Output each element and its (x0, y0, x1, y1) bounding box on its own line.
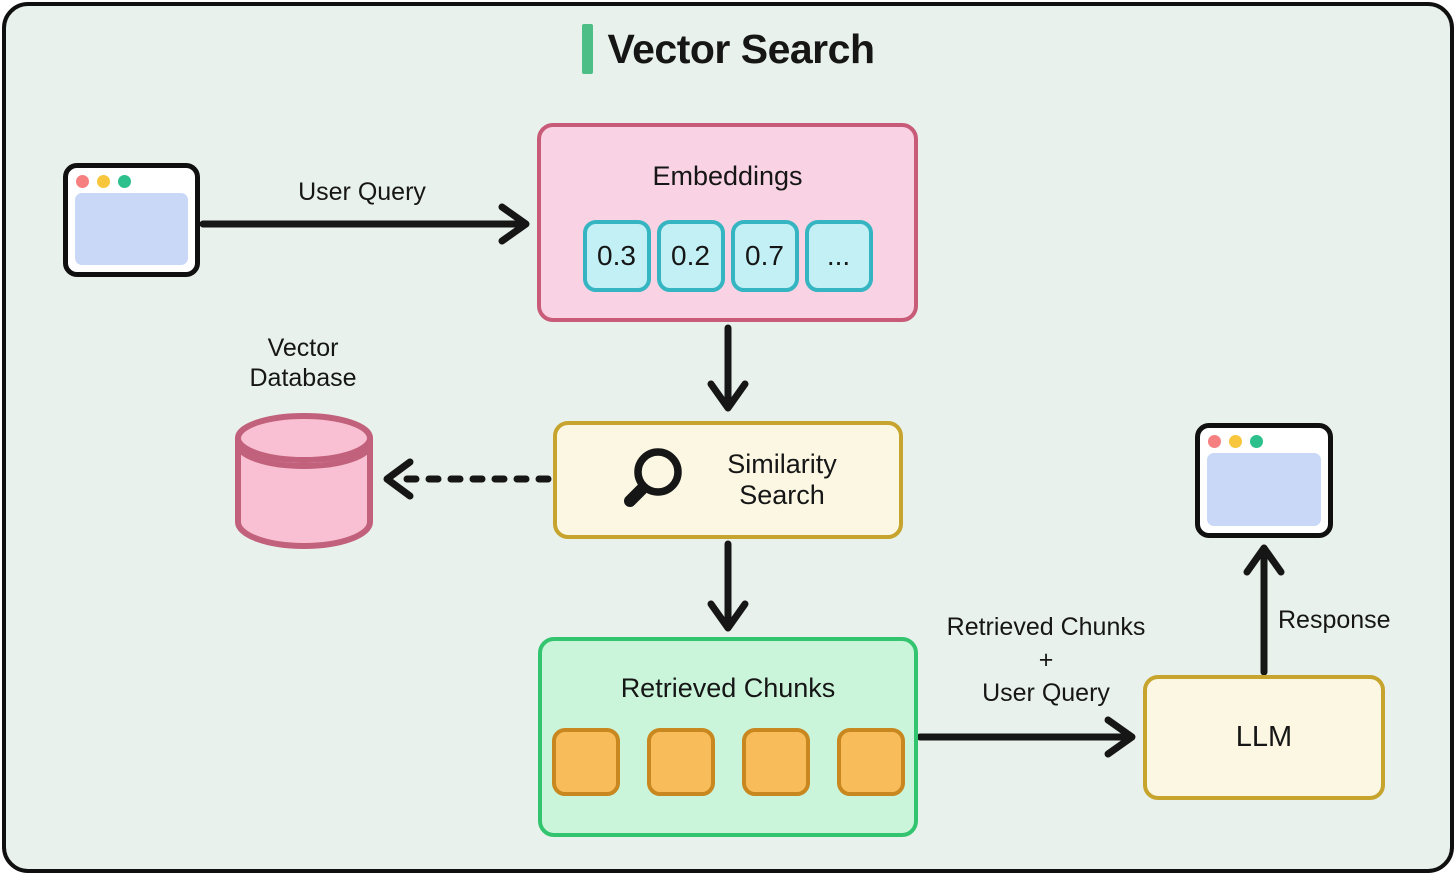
green-dot-icon (118, 175, 131, 188)
embeddings-node: Embeddings 0.3 0.2 0.7 ... (537, 123, 918, 322)
browser-dots (1200, 428, 1328, 448)
vector-database-label: Vector Database (203, 333, 403, 393)
chunk-square (836, 728, 905, 796)
chunk-square (551, 728, 620, 796)
user-query-arrow (199, 203, 530, 245)
green-dot-icon (1250, 435, 1263, 448)
response-label: Response (1278, 606, 1391, 634)
chunk-square (741, 728, 810, 796)
browser-dots (68, 168, 195, 188)
embedding-chip: 0.3 (582, 220, 651, 292)
embedding-chip: ... (804, 220, 873, 292)
yellow-dot-icon (1229, 435, 1242, 448)
chunk-square (646, 728, 715, 796)
vector-database-cylinder-icon (235, 413, 373, 549)
red-dot-icon (1208, 435, 1221, 448)
search-to-database-arrow (383, 458, 552, 500)
retrieved-chunks-node: Retrieved Chunks (538, 637, 918, 837)
chunk-squares (551, 728, 905, 796)
chunks-to-llm-arrow (916, 716, 1136, 758)
page-title: Vector Search (607, 25, 876, 72)
red-dot-icon (76, 175, 89, 188)
diagram-title: Vector Search (0, 24, 1456, 74)
llm-node: LLM (1143, 675, 1385, 800)
embedding-vector-chips: 0.3 0.2 0.7 ... (582, 220, 873, 292)
similarity-search-label: Similarity Search (727, 449, 837, 510)
chunks-plus-query-label: Retrieved Chunks + User Query (946, 613, 1146, 707)
response-browser-window-icon (1195, 423, 1333, 538)
embedding-chip: 0.2 (656, 220, 725, 292)
search-to-chunks-arrow (707, 540, 749, 632)
embeddings-label: Embeddings (652, 161, 803, 191)
llm-to-response-arrow (1243, 544, 1285, 676)
embeddings-to-search-arrow (707, 324, 749, 412)
user-browser-window-icon (63, 163, 200, 277)
yellow-dot-icon (97, 175, 110, 188)
embedding-chip: 0.7 (730, 220, 799, 292)
title-accent-bar (581, 24, 593, 74)
llm-label: LLM (1235, 721, 1293, 753)
similarity-search-node: Similarity Search (553, 421, 903, 539)
browser-content-area (1207, 453, 1321, 526)
browser-content-area (75, 193, 188, 265)
magnifier-icon (624, 448, 682, 507)
retrieved-chunks-label: Retrieved Chunks (620, 673, 836, 703)
user-query-label: User Query (298, 178, 426, 206)
vector-database-label-line2: Database (249, 364, 357, 392)
vector-database-label-line1: Vector (267, 334, 339, 362)
